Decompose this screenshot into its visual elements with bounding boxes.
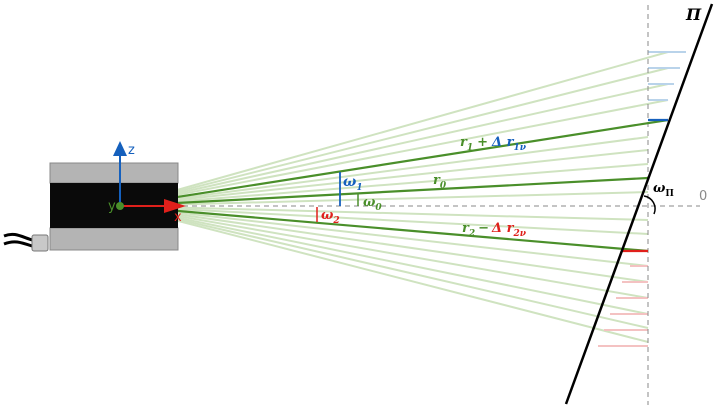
omega2-label: ω2 [321, 208, 340, 226]
faint-beam [119, 205, 649, 267]
omega0-label: ω0 [363, 195, 382, 213]
cable-connector-icon [31, 234, 49, 252]
faint-beam [119, 205, 649, 343]
r0-label: r0 [433, 173, 447, 191]
plane-line [564, 3, 714, 405]
plane-label: Π [685, 5, 702, 24]
faint-beam [119, 191, 649, 207]
faint-beam-fan [119, 51, 669, 343]
axis-z-arrow [113, 141, 127, 156]
faint-beam [119, 67, 669, 207]
axis-x-label: x [174, 210, 182, 225]
faint-beam [119, 51, 669, 207]
lidar-sensor-icon [3, 162, 179, 252]
faint-beam [119, 205, 649, 283]
faint-beam [119, 99, 669, 207]
faint-beam [119, 205, 649, 299]
axis-y-label: y [108, 199, 116, 214]
beam-r0 [119, 176, 649, 208]
zero-label: 0 [699, 189, 707, 204]
faint-beam [119, 136, 649, 207]
axis-x-arrow [164, 199, 186, 213]
r2-label: r2−Δ r2ν [462, 221, 527, 239]
faint-beam [119, 83, 669, 207]
r1-label: r1+Δ r1ν [460, 135, 527, 153]
axis-z-label: z [128, 143, 135, 158]
omegaPi-arc [643, 195, 656, 215]
omega1-label: ω1 [343, 174, 363, 193]
axis-origin [116, 202, 124, 210]
faint-offset-segments [598, 51, 686, 347]
omegaPi-label: ωΠ [653, 181, 674, 199]
beam-r2 [119, 204, 649, 253]
faint-beam [119, 149, 649, 207]
faint-beam [119, 205, 649, 329]
faint-beam [119, 205, 649, 315]
faint-beam [119, 163, 649, 207]
faint-beam [119, 205, 649, 235]
beam-r1 [119, 118, 669, 208]
faint-beam [119, 205, 649, 221]
